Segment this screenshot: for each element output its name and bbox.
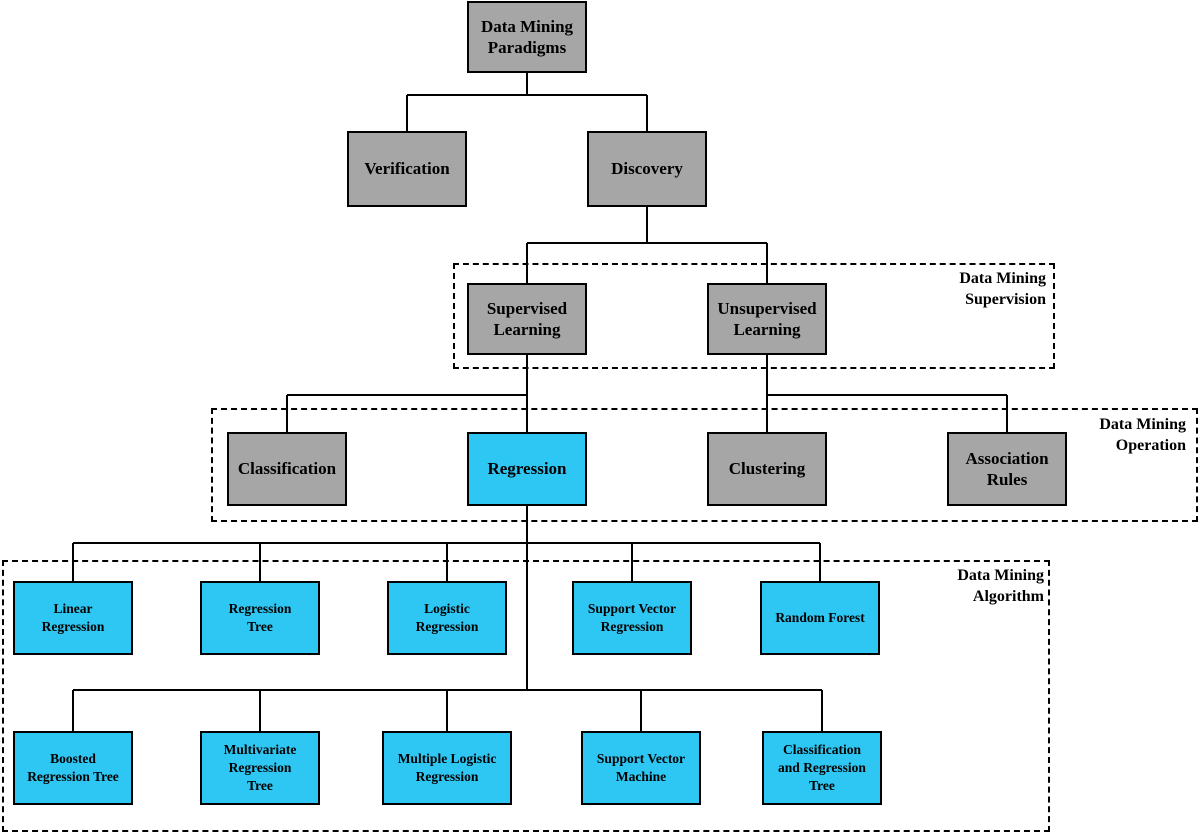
node-classification: Classification [227, 432, 347, 506]
node-regression: Regression [467, 432, 587, 506]
node-verification: Verification [347, 131, 467, 207]
node-supervised-learning: Supervised Learning [467, 283, 587, 355]
node-unsupervised-learning: Unsupervised Learning [707, 283, 827, 355]
node-clustering: Clustering [707, 432, 827, 506]
node-support-vector-machine: Support Vector Machine [581, 731, 701, 805]
node-multiple-logistic-regression: Multiple Logistic Regression [382, 731, 512, 805]
node-support-vector-regression: Support Vector Regression [572, 581, 692, 655]
node-classification-and-regression-tree: Classification and Regression Tree [762, 731, 882, 805]
node-linear-regression: Linear Regression [13, 581, 133, 655]
group-algorithm-frame [2, 560, 1050, 832]
group-label-operation: Data Mining Operation [1099, 416, 1186, 454]
node-association-rules: Association Rules [947, 432, 1067, 506]
group-supervision-frame [453, 263, 1055, 369]
node-discovery: Discovery [587, 131, 707, 207]
node-regression-tree: Regression Tree [200, 581, 320, 655]
group-label-algorithm: Data Mining Algorithm [957, 567, 1044, 605]
node-data-mining-paradigms: Data Mining Paradigms [467, 1, 587, 73]
node-boosted-regression-tree: Boosted Regression Tree [13, 731, 133, 805]
group-operation-frame [211, 408, 1198, 522]
node-random-forest: Random Forest [760, 581, 880, 655]
node-logistic-regression: Logistic Regression [387, 581, 507, 655]
node-multivariate-regression-tree: Multivariate Regression Tree [200, 731, 320, 805]
group-label-supervision: Data Mining Supervision [959, 270, 1046, 308]
